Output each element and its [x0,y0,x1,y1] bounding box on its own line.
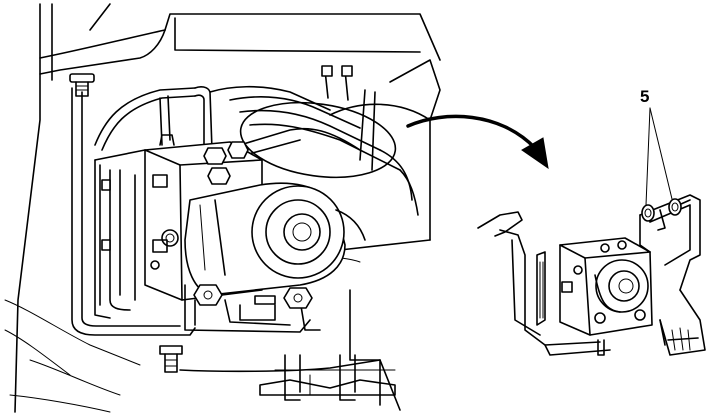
pump-motor [184,182,366,296]
lower-bolt-icon [159,345,183,373]
removal-arrow-icon [406,114,549,170]
brake-lines [94,65,419,216]
mounting-bracket [71,87,196,336]
lower-mount [184,284,321,333]
bracket-fastener-upper-icon [641,204,655,222]
retaining-clips [259,354,396,406]
body-panel [4,3,441,413]
bracket-bolt-icon [69,73,95,97]
pipe-union-highlight [239,101,397,179]
removed-abs-module [477,194,706,356]
callout-label-5: 5 [640,87,650,106]
callout-5-leaders [645,107,673,206]
installed-view [4,3,441,413]
mount-bolt-right-icon [283,287,313,309]
bracket-fastener-lower-icon [668,198,691,216]
mount-bolt-left-icon [193,284,223,306]
